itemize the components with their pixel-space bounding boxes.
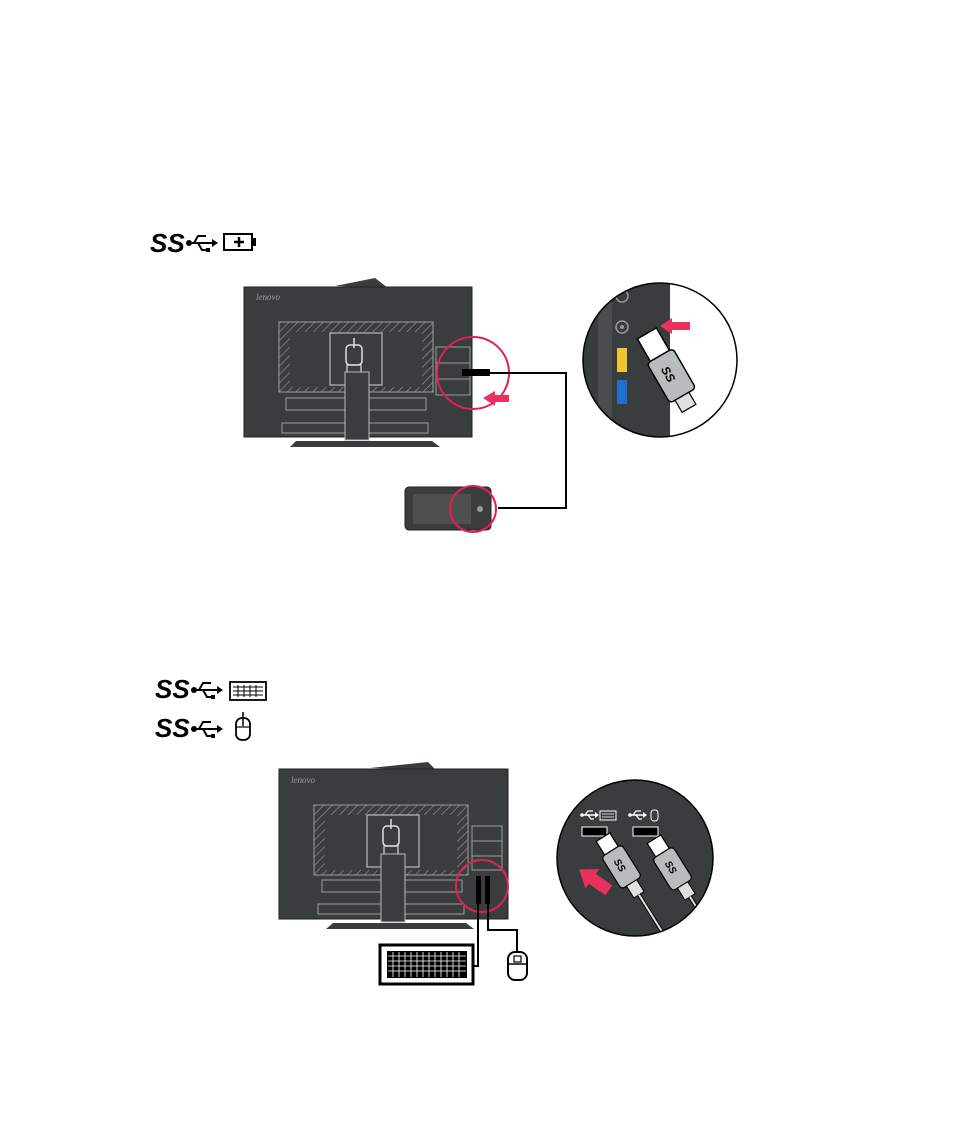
lenovo-logo: lenovo xyxy=(256,292,280,302)
superspeed-icon: SS xyxy=(155,674,190,704)
superspeed-icon: SS xyxy=(155,713,190,743)
zoom-detail-usb-port: SS xyxy=(580,280,740,440)
usb-port-keyboard xyxy=(582,827,607,836)
mouse-usb-plug xyxy=(485,876,490,904)
lenovo-logo: lenovo xyxy=(291,775,315,785)
mouse xyxy=(508,952,527,980)
keyboard xyxy=(380,945,473,984)
usb-plug xyxy=(462,369,490,376)
mouse-icon xyxy=(236,712,250,740)
zoom-detail-keyboard-mouse-ports: SS SS xyxy=(556,780,730,951)
usb-cable xyxy=(490,373,566,508)
keyboard-icon xyxy=(230,682,266,700)
battery-charge-icon xyxy=(224,234,256,250)
keyboard-usb-plug xyxy=(476,876,481,904)
usb-port-yellow xyxy=(617,348,627,372)
usb-port-mouse xyxy=(633,827,658,836)
usb-port-blue xyxy=(617,380,627,404)
usb-trident-icon xyxy=(191,722,223,738)
usb-trident-icon xyxy=(186,236,218,252)
keyboard-legend: SS xyxy=(155,674,266,704)
monitor-rear-2: lenovo xyxy=(279,762,508,929)
mouse-legend: SS xyxy=(155,712,250,743)
charging-legend: SS xyxy=(150,228,256,258)
usb-trident-icon xyxy=(191,683,223,699)
superspeed-icon: SS xyxy=(150,228,185,258)
insert-arrow-icon xyxy=(483,391,509,406)
smartphone xyxy=(405,487,491,530)
